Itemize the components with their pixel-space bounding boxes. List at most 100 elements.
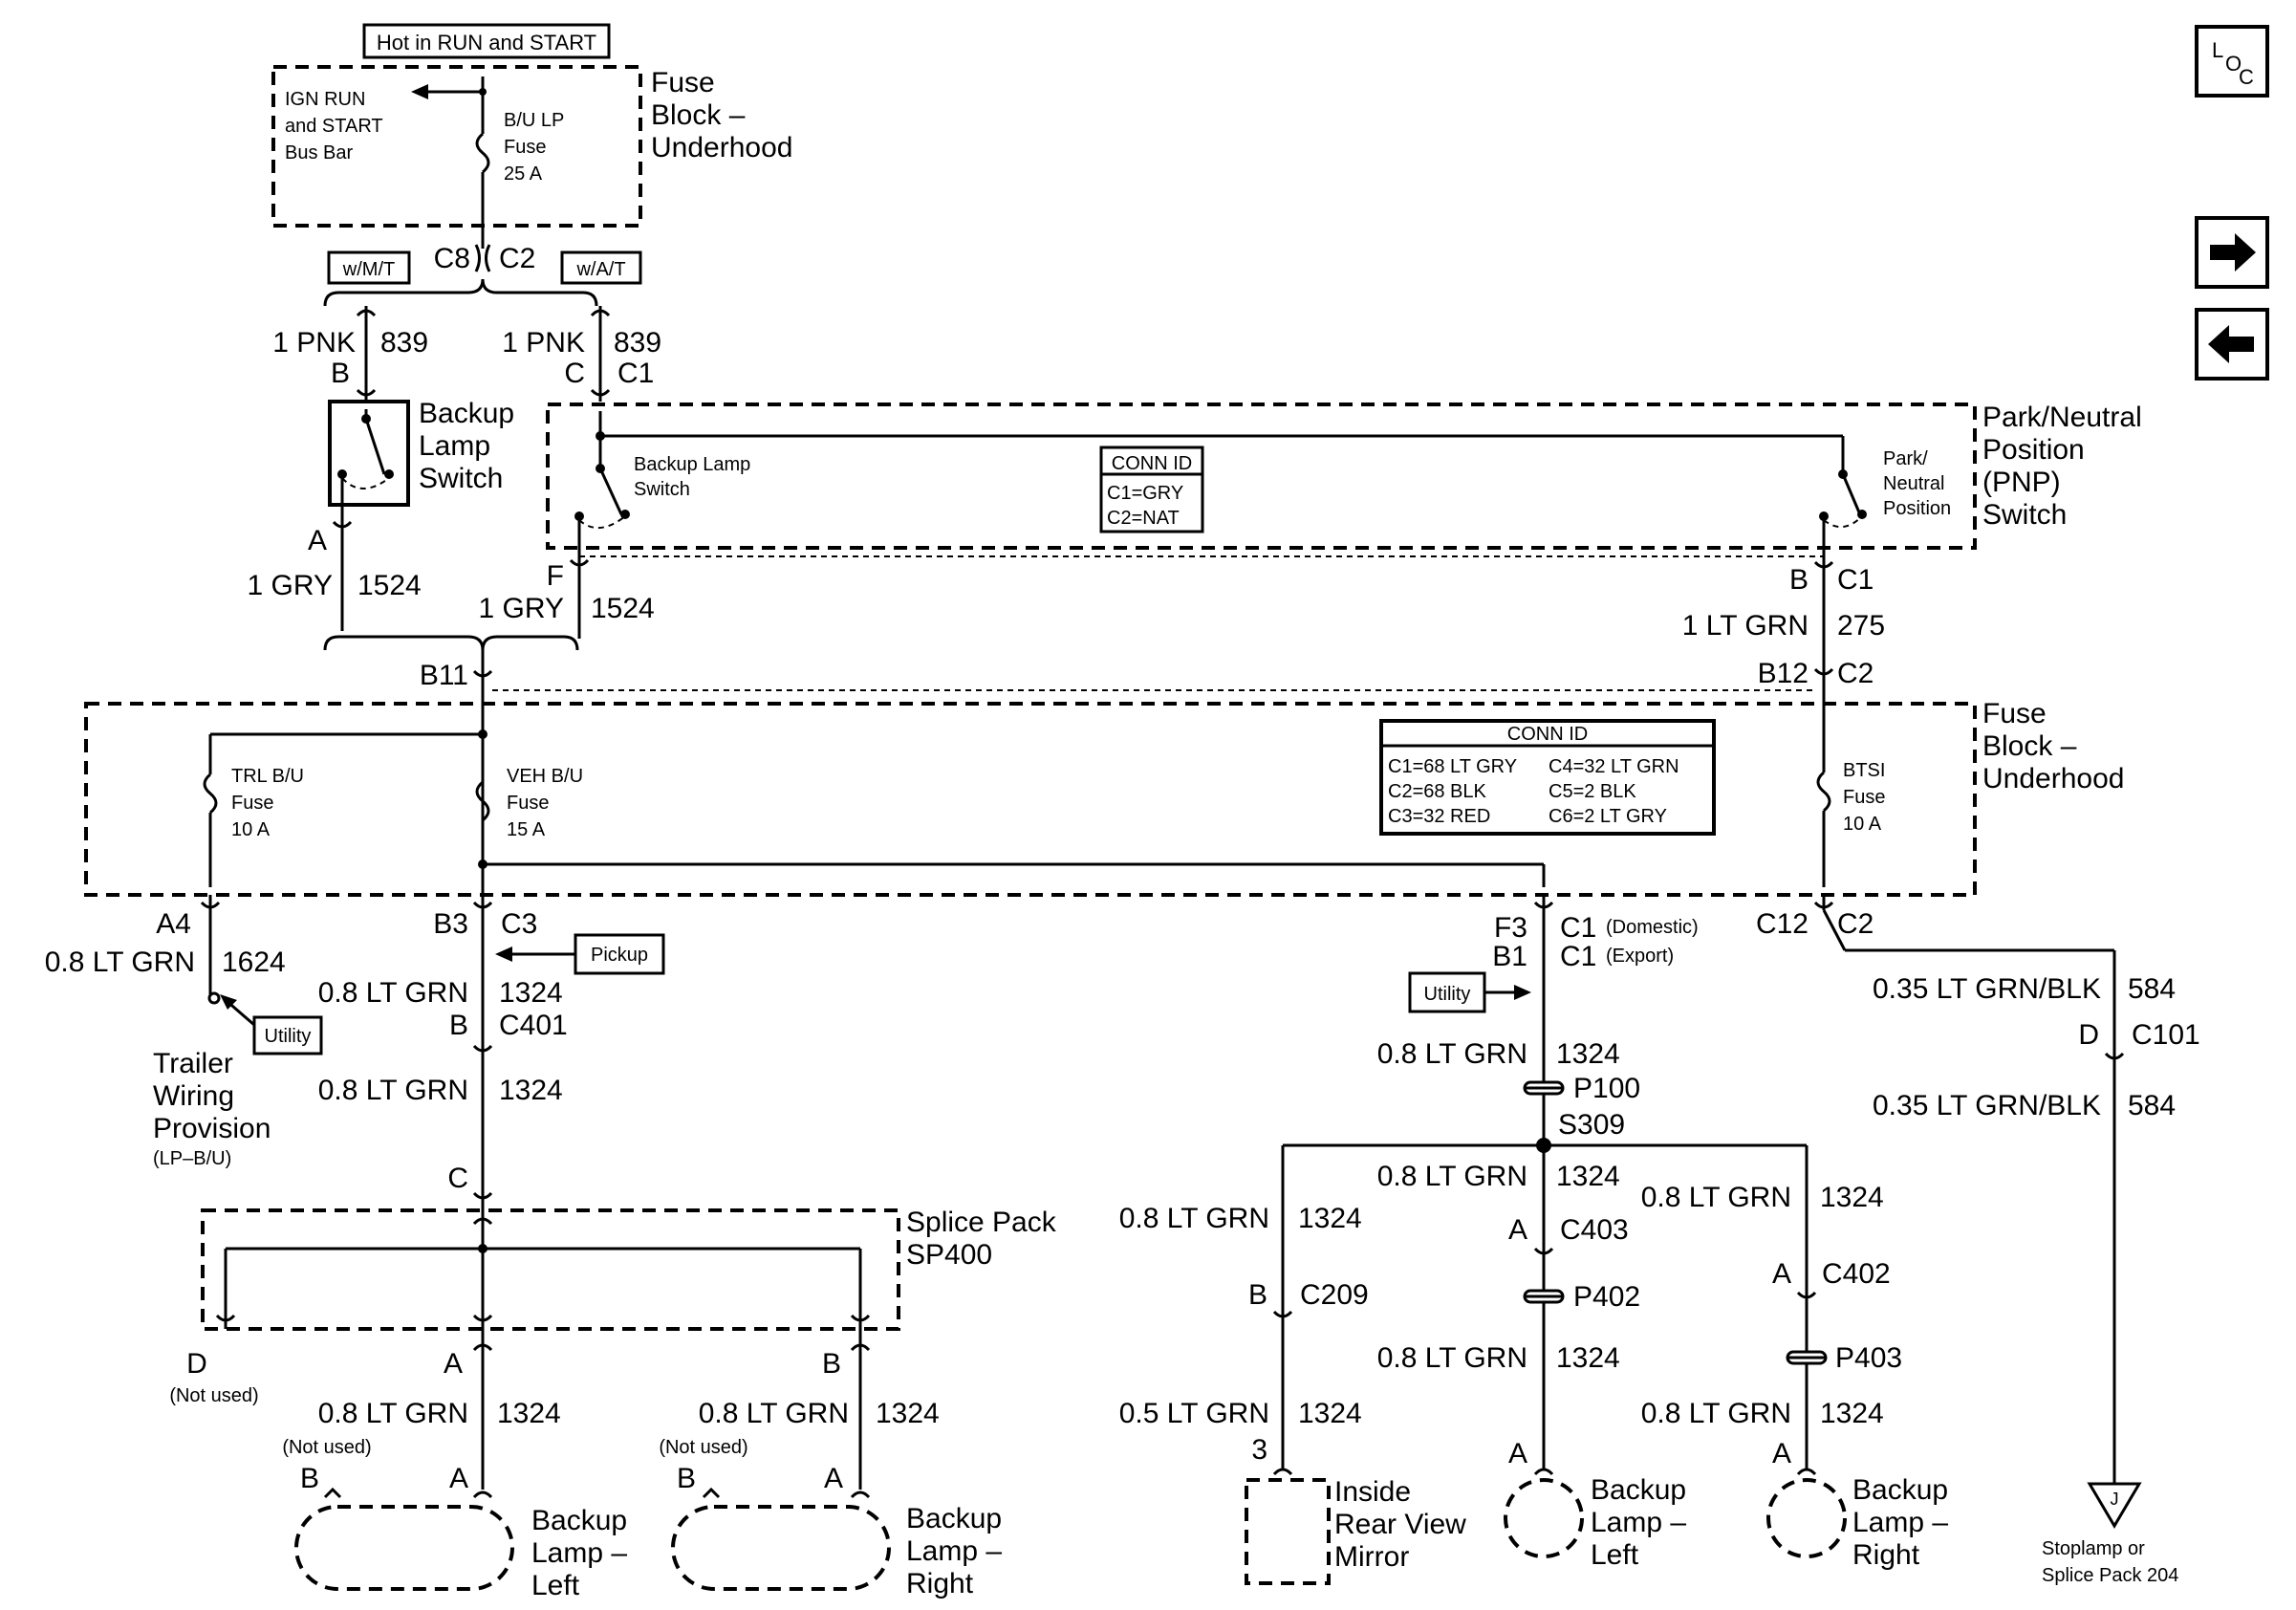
pnp-out-size: 1 LT GRN	[1682, 610, 1809, 642]
m-label-1: Backup	[1591, 1474, 1686, 1506]
prev-page-button[interactable]	[2195, 308, 2269, 381]
f3-size: 0.8 LT GRN	[1377, 1038, 1527, 1070]
b-circuit: 1324	[1298, 1203, 1362, 1234]
veh-fuse-2: Fuse	[507, 793, 549, 814]
pnp-inner-3: Position	[1883, 498, 1951, 519]
gry-left-pin: A	[308, 525, 327, 556]
pnp-inner-backup-2: Switch	[634, 479, 690, 500]
fuse-top-3: 25 A	[504, 163, 543, 185]
pnp-switch-box	[546, 402, 1977, 550]
conn-row3-a: C3=32 RED	[1388, 806, 1490, 827]
loc-c: C	[2239, 65, 2254, 89]
pnp-inner-1: Park/	[1883, 448, 1928, 469]
lamp-right-not-used: (Not used)	[659, 1437, 747, 1458]
lamp-right-a: A	[824, 1463, 843, 1494]
r-conn: C402	[1822, 1258, 1891, 1290]
b3-pin2: B	[449, 1010, 468, 1041]
lamp-left-label-1: Backup	[531, 1505, 627, 1536]
pickup-box	[574, 933, 665, 975]
veh-fuse-1: VEH B/U	[507, 766, 583, 787]
pnp-title-1: Park/Neutral	[1982, 402, 2142, 433]
loc-o: O	[2225, 52, 2242, 76]
backup-lamp-right-oval	[671, 1505, 891, 1591]
b3-circuit: 1324	[499, 977, 563, 1009]
fuse-block-top	[271, 65, 642, 228]
bus-bar-1: IGN RUN	[285, 89, 365, 110]
lamp-left-a: A	[449, 1463, 468, 1494]
provision-3: Provision	[153, 1113, 271, 1144]
wmt-box	[327, 250, 411, 285]
next-page-button[interactable]	[2195, 216, 2269, 289]
pnp-out-pin: B	[1789, 564, 1809, 596]
m-label-3: Left	[1591, 1539, 1639, 1571]
loc-button[interactable]: L O C	[2195, 25, 2269, 98]
backup-switch-2: Lamp	[419, 430, 490, 462]
fuse-icon	[203, 772, 218, 815]
fuse-top-1: B/U LP	[504, 110, 564, 131]
c12-pin2: D	[2078, 1019, 2099, 1051]
c12-pin: C12	[1756, 908, 1809, 940]
provision-2: Wiring	[153, 1080, 234, 1112]
backup-lamp-right-circle	[1766, 1478, 1847, 1558]
pnp-out-pin2: B12	[1758, 658, 1809, 689]
lamp-left-circuit: 1324	[497, 1398, 561, 1429]
b3-circuit2: 1324	[499, 1075, 563, 1106]
lamp-left-label-2: Lamp –	[531, 1537, 627, 1569]
b3-conn2: C401	[499, 1010, 568, 1041]
m-pin: A	[1508, 1214, 1527, 1246]
pnp-conn-c2: C2=NAT	[1107, 508, 1180, 529]
b-conn: C209	[1300, 1279, 1369, 1311]
a4-circuit: 1624	[222, 946, 286, 978]
hot-label: Hot in RUN and START	[377, 31, 596, 54]
c12-conn2: C101	[2132, 1019, 2200, 1051]
fb2-title-2: Block –	[1982, 730, 2077, 762]
b-size2: 0.5 LT GRN	[1119, 1398, 1269, 1429]
loc-l: L	[2212, 38, 2223, 62]
mirror-3: Mirror	[1334, 1541, 1409, 1573]
provision-1: Trailer	[153, 1048, 233, 1079]
sp-not-used: (Not used)	[169, 1385, 258, 1406]
backup-switch-3: Switch	[419, 463, 503, 494]
f3-utility: Utility	[1424, 984, 1471, 1005]
arrow-right-icon	[2210, 233, 2256, 272]
wat-label: w/A/T	[575, 259, 625, 280]
m-circuit: 1324	[1556, 1161, 1620, 1192]
pnp-out-circuit: 275	[1837, 610, 1885, 642]
b11-label: B11	[420, 660, 468, 691]
wat-box	[560, 250, 642, 285]
pnp-out-conn2: C2	[1837, 658, 1874, 689]
c12-conn: C2	[1837, 908, 1874, 940]
gry-mid-pin: F	[547, 560, 564, 592]
pnp-conn-box	[1099, 446, 1204, 533]
p100: P100	[1573, 1073, 1640, 1104]
btsi-2: Fuse	[1843, 787, 1885, 808]
r-circuit: 1324	[1820, 1182, 1884, 1213]
gry-mid-circuit: 1524	[591, 593, 655, 624]
splice-2: SP400	[906, 1239, 992, 1271]
veh-fuse-3: 15 A	[507, 819, 546, 840]
gry-mid-size: 1 GRY	[479, 593, 565, 624]
hot-label-box	[362, 23, 611, 59]
lamp-left-not-used: (Not used)	[282, 1437, 371, 1458]
pnp-inner-2: Neutral	[1883, 473, 1944, 494]
m-size2: 0.8 LT GRN	[1377, 1342, 1527, 1374]
r-label-1: Backup	[1852, 1474, 1948, 1506]
a4-size: 0.8 LT GRN	[45, 946, 195, 978]
lamp-left-b: B	[300, 1463, 319, 1494]
s309: S309	[1558, 1109, 1625, 1141]
r-size: 0.8 LT GRN	[1641, 1182, 1791, 1213]
f3-circuit: 1324	[1556, 1038, 1620, 1070]
fuse-block-underhood	[84, 702, 1977, 897]
fuse-top-2: Fuse	[504, 137, 546, 158]
fuse-icon	[475, 780, 490, 822]
b-circuit2: 1324	[1298, 1398, 1362, 1429]
conn-row2-a: C2=68 BLK	[1388, 781, 1487, 802]
left-wire-circuit: 839	[380, 327, 428, 359]
mid-wire-size: 1 PNK	[502, 327, 585, 359]
r-label-2: Lamp –	[1852, 1507, 1948, 1538]
fuse-block-title-2: Block –	[651, 99, 746, 131]
pnp-out-conn: C1	[1837, 564, 1874, 596]
r-pin2: A	[1772, 1438, 1791, 1469]
lamp-right-size: 0.8 LT GRN	[699, 1398, 849, 1429]
m-label-2: Lamp –	[1591, 1507, 1686, 1538]
